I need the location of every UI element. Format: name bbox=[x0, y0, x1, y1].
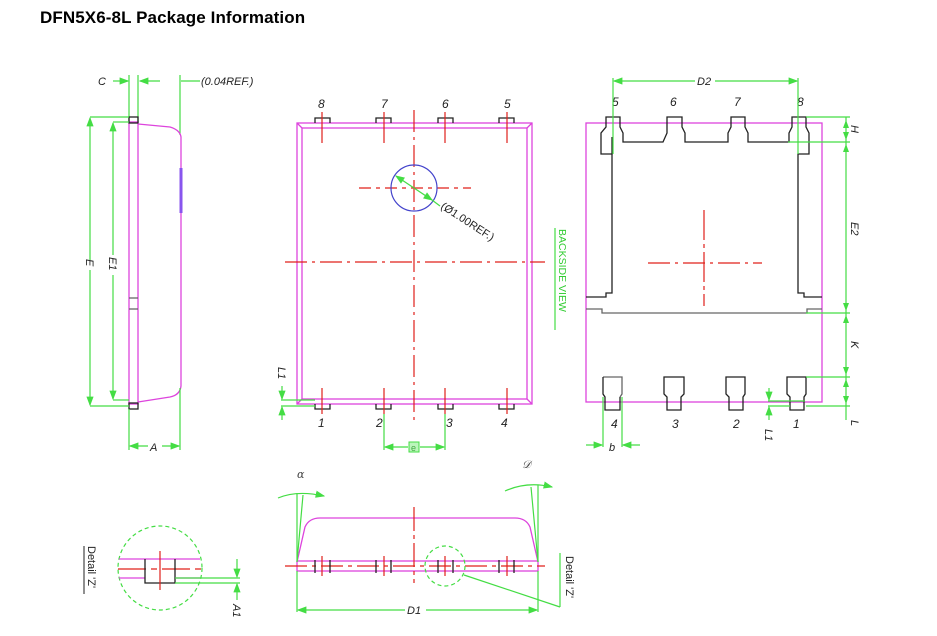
bv-pin-1: 1 bbox=[793, 417, 800, 431]
bv-pad-2 bbox=[725, 376, 746, 411]
bv-pin-4: 4 bbox=[611, 417, 618, 431]
e-pitch-box bbox=[408, 441, 420, 453]
label-alpha: α bbox=[297, 468, 305, 481]
svg-text:7: 7 bbox=[381, 97, 389, 111]
svg-text:8: 8 bbox=[318, 97, 325, 111]
label-e-pitch: e bbox=[411, 443, 416, 453]
label-e2: E2 bbox=[848, 222, 860, 235]
side-mold-body bbox=[137, 123, 182, 403]
bottom-pin-1: 1 bbox=[314, 388, 331, 430]
exposed-pad-left bbox=[586, 154, 613, 298]
bottom-pin-3: 3 bbox=[437, 388, 454, 430]
bottom-view: 5 6 7 8 4 3 2 1 D2 bbox=[585, 76, 860, 454]
label-a: A bbox=[149, 442, 157, 454]
label-h: H bbox=[848, 125, 860, 133]
svg-text:4: 4 bbox=[501, 416, 508, 430]
label-d2: D2 bbox=[697, 76, 711, 88]
bv-pad-1 bbox=[786, 376, 807, 411]
detail-view: A1 Detail 'Z' bbox=[83, 525, 242, 617]
label-detail-z: Detail 'Z' bbox=[85, 546, 97, 588]
label-top-l1: L1 bbox=[275, 367, 287, 379]
front-mold-body bbox=[296, 517, 539, 563]
label-hole-diameter: (Ø1.00REF.) bbox=[438, 200, 496, 243]
label-k: K bbox=[848, 341, 860, 349]
label-e: E bbox=[83, 259, 95, 267]
svg-text:3: 3 bbox=[446, 416, 453, 430]
side-top-pad bbox=[128, 116, 139, 124]
hole-dim-b bbox=[413, 187, 433, 201]
label-c: C bbox=[98, 76, 106, 88]
svg-text:2: 2 bbox=[375, 416, 383, 430]
bv-pad-4 bbox=[602, 376, 623, 411]
label-b: b bbox=[609, 442, 615, 454]
bv-pin-8: 8 bbox=[797, 95, 804, 109]
side-view: C (0.04REF.) E E1 A bbox=[83, 75, 254, 454]
bv-pin-7: 7 bbox=[734, 95, 742, 109]
label-beta: 𝒟 bbox=[522, 458, 533, 471]
bv-pin-3: 3 bbox=[672, 417, 679, 431]
bottom-outline bbox=[585, 122, 823, 403]
front-view: Detail 'Z' α 𝒟 D1 bbox=[277, 458, 575, 617]
detail-circle bbox=[117, 525, 203, 611]
exposed-pad-bottom bbox=[586, 308, 822, 314]
label-ref: (0.04REF.) bbox=[201, 76, 254, 88]
top-view: 8 7 6 5 1 2 3 bbox=[275, 97, 568, 453]
front-lead-2 bbox=[375, 556, 392, 576]
top-pin-5: 5 bbox=[498, 97, 515, 143]
label-bv-l1: L1 bbox=[762, 429, 774, 441]
exposed-pad-top bbox=[600, 116, 822, 298]
front-lead-1 bbox=[314, 556, 331, 576]
label-l: L bbox=[848, 420, 860, 426]
label-d1: D1 bbox=[407, 605, 421, 617]
bv-pin-6: 6 bbox=[670, 95, 677, 109]
hole-dim-a bbox=[395, 175, 415, 189]
bv-pin-5: 5 bbox=[612, 95, 619, 109]
label-e1: E1 bbox=[106, 257, 118, 270]
bv-pin-2: 2 bbox=[732, 417, 740, 431]
label-front-detail: Detail 'Z' bbox=[563, 556, 575, 598]
top-pin-6: 6 bbox=[437, 97, 454, 143]
bottom-pin-2: 2 bbox=[375, 388, 392, 430]
bottom-pin-4: 4 bbox=[498, 388, 515, 430]
svg-text:5: 5 bbox=[504, 97, 511, 111]
side-lead-frame bbox=[128, 121, 139, 405]
label-backside-view: BACKSIDE VIEW bbox=[556, 229, 568, 312]
top-pin-7: 7 bbox=[375, 97, 392, 143]
page-title: DFN5X6-8L Package Information bbox=[40, 8, 306, 27]
label-a1: A1 bbox=[230, 603, 242, 617]
front-lead-4 bbox=[498, 556, 515, 576]
bv-pad-3 bbox=[663, 376, 685, 411]
front-lead-3 bbox=[437, 556, 454, 576]
detail-z-marker bbox=[424, 545, 466, 587]
top-pin-8: 8 bbox=[314, 97, 331, 143]
reference-hole bbox=[390, 164, 438, 212]
svg-text:1: 1 bbox=[318, 416, 325, 430]
svg-text:6: 6 bbox=[442, 97, 449, 111]
